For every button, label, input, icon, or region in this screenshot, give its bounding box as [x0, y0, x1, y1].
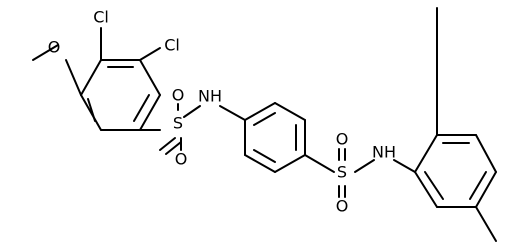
bond-ring-left-inner-left — [87, 98, 96, 122]
bond-cl2 — [139, 47, 161, 61]
atom-label-o-right-top: O — [336, 130, 349, 149]
bond-nh-right-to-ring — [393, 159, 416, 173]
atom-label-s-left: S — [173, 114, 183, 133]
bond-ring-mid-5 — [244, 154, 276, 173]
bond-ring-right-1 — [414, 134, 438, 173]
bond-s-left-o-bottom-b — [165, 141, 182, 155]
bond-ring-right-inner-2 — [469, 171, 487, 200]
atom-label-cl1: Cl — [93, 8, 109, 27]
right-ring-bonds — [414, 134, 497, 208]
right-methyl-bonds — [436, 7, 497, 242]
bond-methyl-bottom — [475, 206, 497, 242]
bond-ring-mid-inner-3 — [253, 149, 276, 163]
atom-label-cl2: Cl — [164, 36, 180, 55]
bond-s-right-to-nh — [354, 159, 375, 173]
middle-ring-bonds — [244, 102, 306, 173]
middle-linker-bonds — [219, 105, 246, 121]
bond-ring-left-top-left — [80, 59, 102, 96]
bond-ring-left-top-right — [139, 59, 161, 96]
left-substituent-bonds — [32, 27, 161, 131]
bond-ring-right-6 — [414, 171, 438, 208]
atom-label-o-left-top: O — [172, 86, 185, 105]
bond-ring-right-4 — [475, 171, 497, 208]
bond-s-left-o-bottom-a — [159, 137, 176, 151]
bond-ring-left-inner-right — [133, 94, 150, 122]
bond-methoxy-o — [65, 59, 82, 96]
bond-ring-mid-4 — [274, 154, 306, 173]
atom-label-s-right: S — [337, 163, 347, 182]
bond-ring-mid-1 — [244, 102, 276, 121]
atom-label-o-methoxy: O — [48, 38, 61, 57]
bond-ring-mid-2 — [274, 102, 306, 121]
right-sulfonyl-bonds — [304, 148, 375, 198]
bond-methoxy-methyl — [32, 44, 59, 61]
bond-ring-right-inner-3 — [424, 171, 444, 200]
atom-label-nh-left: NH — [198, 87, 222, 106]
left-ring-bonds — [80, 59, 161, 131]
bond-ring-left-bottom-right — [139, 94, 161, 131]
left-sulfonyl-bonds — [159, 103, 201, 155]
atom-label-nh-right: NH — [372, 143, 396, 162]
atom-label-o-right-bottom: O — [336, 197, 349, 216]
bond-s-left-to-nh — [183, 105, 201, 118]
bond-nh-left-to-ring — [219, 105, 246, 121]
bond-ring-mid-inner-1 — [253, 112, 276, 126]
bond-ring-right-3 — [475, 134, 497, 173]
atom-label-o-left-bottom: O — [175, 150, 188, 169]
right-linker-bonds — [393, 159, 416, 173]
bond-ring-mid-to-s-right — [304, 154, 335, 173]
bond-ring-left-bottom-left — [80, 94, 102, 131]
